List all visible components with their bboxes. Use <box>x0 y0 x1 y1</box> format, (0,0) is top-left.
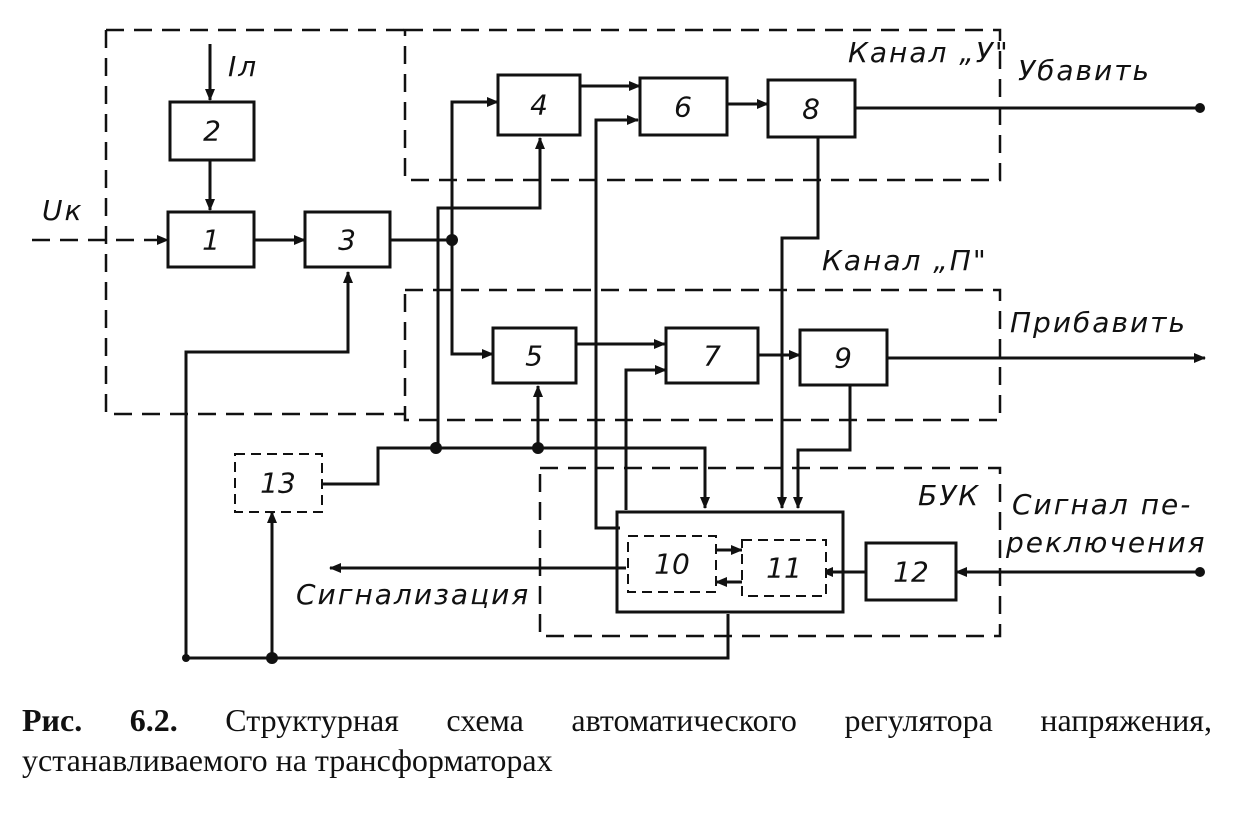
label-buk: БУК <box>918 479 980 512</box>
output-dot <box>1195 103 1205 113</box>
block-label: 6 <box>674 91 692 124</box>
caption-text: Структурная схема автоматического регуля… <box>22 702 1213 778</box>
label-switch-signal-1: Сигнал пе- <box>1012 488 1192 521</box>
block-diagram: 1 2 3 4 5 6 7 8 9 10 11 12 13 Uк Iл Кана… <box>32 28 1207 664</box>
region-measurement <box>104 28 405 416</box>
block-8: 8 <box>766 78 857 139</box>
label-switch-signal-2: реключения <box>1005 526 1207 559</box>
block-label: 5 <box>525 340 543 373</box>
block-label: 3 <box>338 224 356 257</box>
label-out-increase: Прибавить <box>1010 306 1187 339</box>
caption-prefix: Рис. 6.2. <box>22 702 178 738</box>
block-label: 8 <box>802 93 820 126</box>
block-label: 10 <box>654 548 690 581</box>
block-4: 4 <box>496 73 582 137</box>
block-label: 13 <box>260 467 296 500</box>
label-signaling: Сигнализация <box>296 578 530 611</box>
connections <box>32 44 1206 660</box>
label-channel-u: Канал „У" <box>848 36 1010 69</box>
label-input-il: Iл <box>228 50 258 83</box>
region-channel-p <box>403 288 1002 422</box>
block-2: 2 <box>168 100 256 162</box>
region-buk <box>538 466 1002 638</box>
block-label: 1 <box>202 224 220 257</box>
block-label: 7 <box>703 340 721 373</box>
input-dot <box>1195 567 1205 577</box>
block-label: 2 <box>203 115 221 148</box>
block-label: 12 <box>893 556 929 589</box>
block-label: 11 <box>766 552 802 585</box>
buk-container <box>615 510 845 614</box>
block-label: 9 <box>834 342 852 375</box>
junction-dot <box>182 654 190 662</box>
block-label: 4 <box>530 89 548 122</box>
block-5: 5 <box>491 326 578 385</box>
region-channel-u <box>403 28 1002 182</box>
label-channel-p: Канал „П" <box>822 244 988 277</box>
block-6: 6 <box>638 76 729 137</box>
label-input-uk: Uк <box>42 194 83 227</box>
block-1: 1 <box>166 210 256 269</box>
junction-dot <box>430 442 442 454</box>
block-9: 9 <box>798 328 889 387</box>
block-7: 7 <box>664 326 760 385</box>
figure-caption: Рис. 6.2. Структурная схема автоматическ… <box>22 700 1212 780</box>
block-13: 13 <box>234 453 323 513</box>
junction-dot <box>446 234 458 246</box>
junction-dot <box>266 652 278 664</box>
block-12: 12 <box>864 541 958 602</box>
label-out-decrease: Убавить <box>1018 54 1151 87</box>
junction-dot <box>532 442 544 454</box>
block-11: 11 <box>741 539 827 597</box>
block-10: 10 <box>627 535 717 593</box>
block-3: 3 <box>303 210 392 269</box>
